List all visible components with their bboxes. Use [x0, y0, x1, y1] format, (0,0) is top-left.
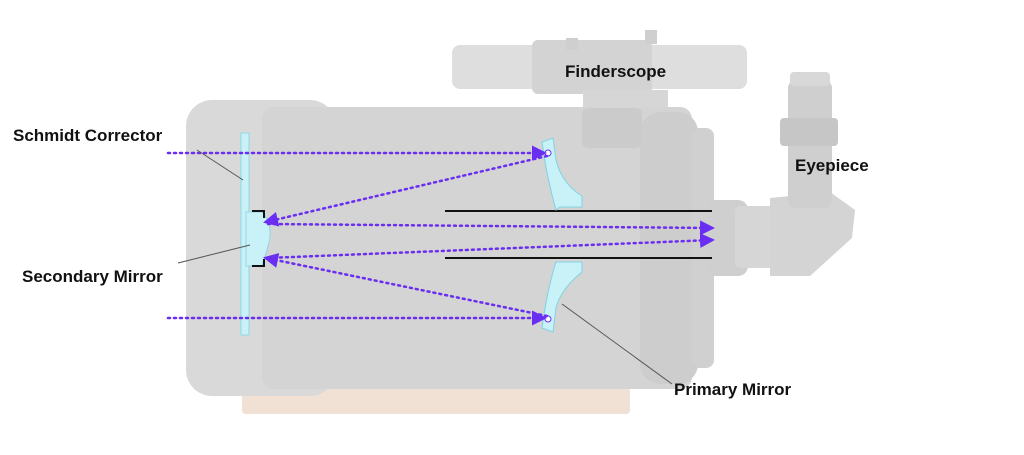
label-finderscope: Finderscope — [565, 62, 667, 81]
eyepiece-assembly — [706, 72, 855, 276]
primary-mirror-upper — [541, 137, 583, 211]
leader-schmidt-corrector — [196, 149, 244, 181]
label-schmidt-corrector: Schmidt Corrector — [13, 126, 163, 145]
ray-primary-to-secondary-top — [263, 154, 549, 227]
leader-secondary-mirror — [177, 244, 251, 264]
leader-primary-mirror — [561, 303, 673, 385]
primary-mirror-lower — [541, 261, 583, 333]
ray-primary-to-secondary-bottom — [263, 253, 549, 318]
ray-secondary-to-eyepiece-top — [266, 220, 715, 236]
ray-secondary-to-eyepiece-bottom — [266, 232, 715, 260]
label-primary-mirror: Primary Mirror — [674, 380, 792, 399]
label-eyepiece: Eyepiece — [795, 156, 869, 175]
label-secondary-mirror: Secondary Mirror — [22, 267, 163, 286]
